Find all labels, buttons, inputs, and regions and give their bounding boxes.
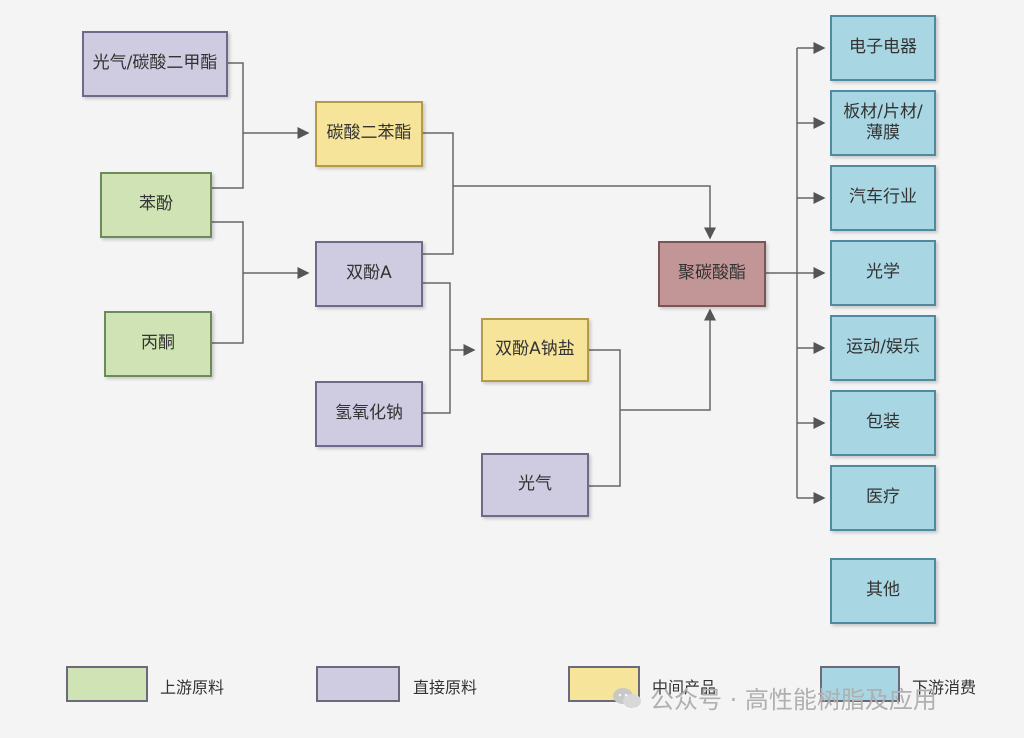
node-label: 光气 bbox=[518, 474, 552, 495]
node-label: 光学 bbox=[866, 262, 900, 283]
node-label: 丙酮 bbox=[141, 333, 175, 354]
node-downstream-optics: 光学 bbox=[830, 240, 936, 306]
node-phosgene: 光气 bbox=[481, 453, 589, 517]
node-label: 其他 bbox=[866, 580, 900, 601]
legend-label-upstream: 上游原料 bbox=[160, 678, 225, 697]
legend-swatch-upstream bbox=[66, 666, 148, 702]
node-label: 板材/片材/薄膜 bbox=[843, 101, 923, 143]
node-label: 苯酚 bbox=[139, 194, 173, 215]
legend-swatch-direct bbox=[316, 666, 400, 702]
node-label: 包装 bbox=[866, 412, 900, 433]
node-label: 聚碳酸酯 bbox=[678, 263, 746, 284]
node-downstream-sports: 运动/娱乐 bbox=[830, 315, 936, 381]
node-label: 汽车行业 bbox=[849, 187, 917, 208]
node-phenol: 苯酚 bbox=[100, 172, 212, 238]
node-downstream-electronics: 电子电器 bbox=[830, 15, 936, 81]
node-label: 医疗 bbox=[866, 487, 900, 508]
node-phosgene-dmc: 光气/碳酸二甲酯 bbox=[82, 31, 228, 97]
node-label: 双酚A钠盐 bbox=[495, 339, 575, 360]
node-bpa-sodium-salt: 双酚A钠盐 bbox=[481, 318, 589, 382]
node-sodium-hydroxide: 氢氧化钠 bbox=[315, 381, 423, 447]
node-downstream-sheet-film: 板材/片材/薄膜 bbox=[830, 90, 936, 156]
node-label: 双酚A bbox=[346, 263, 392, 284]
legend-label-direct: 直接原料 bbox=[413, 678, 478, 697]
legend-label-downstream: 下游消费 bbox=[912, 678, 977, 697]
node-downstream-medical: 医疗 bbox=[830, 465, 936, 531]
watermark: 公众号 · 高性能树脂及应用 bbox=[612, 680, 937, 715]
node-acetone: 丙酮 bbox=[104, 311, 212, 377]
wechat-icon bbox=[613, 687, 641, 708]
node-label: 碳酸二苯酯 bbox=[326, 123, 412, 144]
node-label: 光气/碳酸二甲酯 bbox=[92, 53, 218, 74]
node-label: 氢氧化钠 bbox=[335, 403, 403, 424]
node-label: 电子电器 bbox=[849, 37, 917, 58]
node-label: 运动/娱乐 bbox=[846, 337, 920, 358]
node-downstream-packaging: 包装 bbox=[830, 390, 936, 456]
node-downstream-automotive: 汽车行业 bbox=[830, 165, 936, 231]
node-polycarbonate: 聚碳酸酯 bbox=[658, 241, 766, 307]
watermark-text: 公众号 · 高性能树脂及应用 bbox=[650, 686, 937, 714]
legend-swatch-downstream bbox=[820, 666, 900, 702]
node-diphenyl-carbonate: 碳酸二苯酯 bbox=[315, 101, 423, 167]
legend-label-intermediate: 中间产品 bbox=[652, 678, 717, 697]
node-bisphenol-a: 双酚A bbox=[315, 241, 423, 307]
node-downstream-other: 其他 bbox=[830, 558, 936, 624]
